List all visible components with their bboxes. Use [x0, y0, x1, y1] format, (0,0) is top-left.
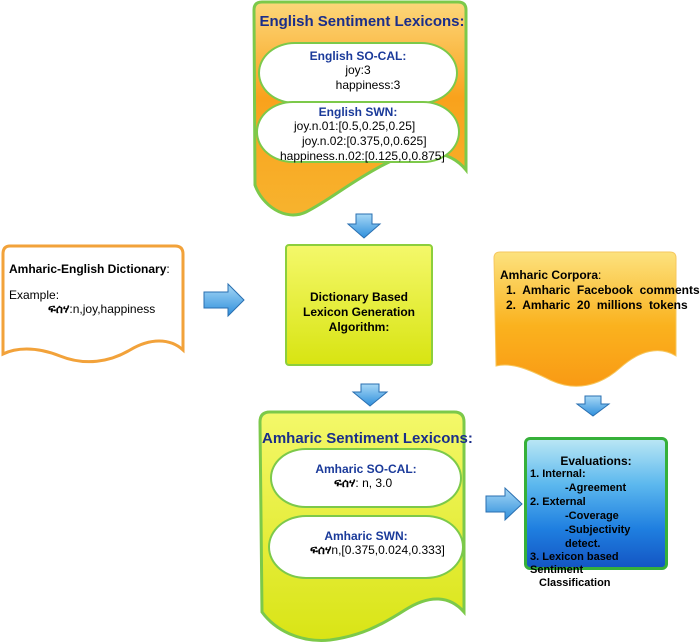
dictionary-title-text: Amharic-English Dictionary	[9, 262, 167, 276]
english-swn-line-1: joy.n.01:[0.5,0.25,0.25]	[294, 119, 416, 133]
amharic-swn-heading: Amharic SWN:	[324, 529, 408, 543]
amharic-swn-box: Amharic SWN: ፍሰሃn,[0.375,0.024,0.333]	[268, 515, 464, 579]
dictionary-title-colon: :	[166, 262, 170, 276]
amharic-swn-entry: ፍሰሃn,[0.375,0.024,0.333]	[270, 543, 462, 558]
evaluations-line-6: 3. Lexicon based Sentiment	[530, 551, 619, 576]
amharic-socal-word: ፍሰሃ	[334, 476, 356, 490]
english-swn-heading: English SWN:	[318, 105, 398, 119]
english-swn-line-2: joy.n.02:[0.375,0,0.625]	[302, 134, 427, 148]
evaluations-line-2: -Agreement	[565, 482, 627, 494]
dictionary-example-label: Example:	[9, 288, 60, 302]
evaluations-title: Evaluations:	[560, 454, 632, 468]
english-socal-line-2: happiness:3	[335, 78, 401, 92]
evaluations-line-1: 1. Internal:	[530, 468, 586, 480]
corpora-title-colon: :	[598, 268, 602, 282]
arrow-down-english	[346, 213, 382, 239]
amharic-socal-box: Amharic SO-CAL: ፍሰሃ: n, 3.0	[270, 448, 462, 508]
evaluations-line-4: -Coverage	[565, 510, 619, 522]
english-socal-heading: English SO-CAL:	[309, 49, 407, 63]
arrow-right-dictionary	[203, 282, 245, 318]
corpora-item-2: 2. Amharic 20 millions tokens	[506, 298, 688, 312]
dictionary-shape	[1, 244, 185, 364]
corpora-item-1: 1. Amharic Facebook comments	[506, 283, 700, 297]
amharic-socal-entry: ፍሰሃ: n, 3.0	[272, 476, 460, 491]
corpora-title-text: Amharic Corpora	[500, 268, 599, 282]
evaluations-line-5: -Subjectivity detect.	[565, 524, 631, 550]
dictionary-title: Amharic-English Dictionary:	[9, 262, 170, 276]
algorithm-label: Dictionary Based Lexicon Generation Algo…	[302, 290, 416, 334]
english-lexicons-title: English Sentiment Lexicons:	[259, 13, 465, 30]
amharic-socal-heading: Amharic SO-CAL:	[315, 462, 417, 476]
dictionary-example-rest: :n,joy,happiness	[69, 302, 156, 316]
amharic-socal-rest: : n, 3.0	[355, 476, 393, 490]
amharic-lexicons-title: Amharic Sentiment Lexicons:	[262, 430, 473, 447]
amharic-swn-rest: n,[0.375,0.024,0.333]	[331, 543, 445, 557]
english-swn-line-3: happiness.n.02:[0.125,0,0.875]	[280, 149, 445, 163]
corpora-title: Amharic Corpora:	[500, 268, 601, 282]
english-socal-line-1: joy:3	[345, 63, 371, 77]
arrow-down-corpora	[575, 395, 611, 417]
corpora-shape	[493, 251, 677, 387]
evaluations-line-7: Classification	[539, 577, 611, 589]
arrow-right-lexicons	[485, 486, 523, 522]
arrow-down-algorithm	[351, 383, 389, 407]
amharic-swn-word: ፍሰሃ	[310, 543, 332, 557]
evaluations-line-3: 2. External	[530, 496, 586, 508]
evaluations-box: Evaluations: 1. Internal: -Agreement 2. …	[524, 437, 668, 589]
dictionary-example-word: ፍሰሃ	[48, 302, 70, 316]
algorithm-box: Dictionary Based Lexicon Generation Algo…	[285, 244, 433, 366]
dictionary-example-entry: ፍሰሃ:n,joy,happiness	[48, 302, 155, 317]
english-socal-box: English SO-CAL: joy:3 happiness:3	[258, 42, 458, 104]
english-swn-box: English SWN: joy.n.01:[0.5,0.25,0.25] jo…	[256, 101, 460, 163]
